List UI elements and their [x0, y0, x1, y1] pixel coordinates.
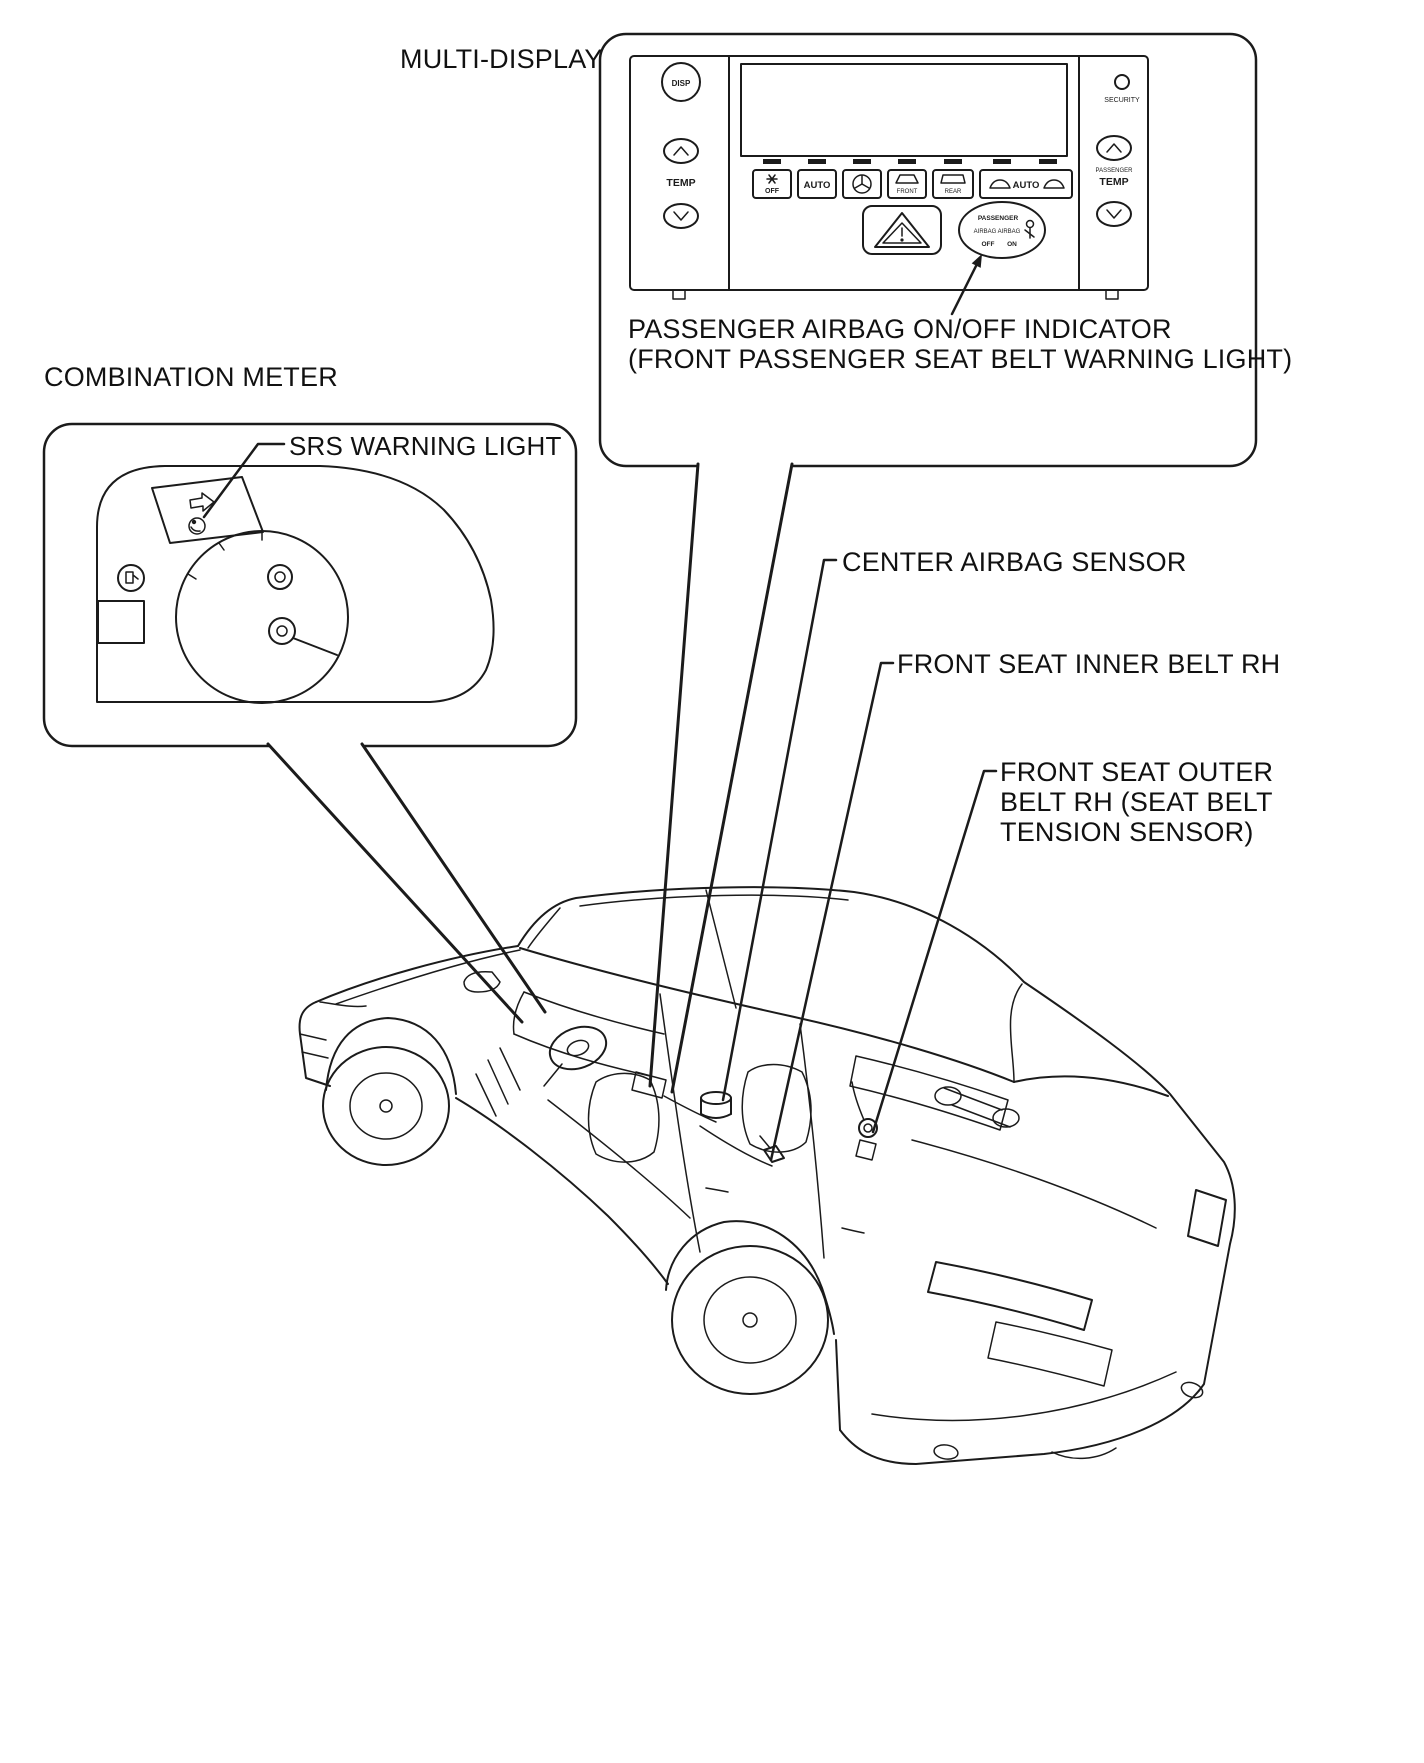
speedometer-gauge — [175, 530, 349, 704]
security-label: SECURITY — [1104, 97, 1140, 104]
driver-seat — [587, 1072, 660, 1163]
combination-meter-drawing — [96, 442, 495, 704]
indicator-pointer-arrow — [950, 254, 982, 316]
srs-airbag-warning-icon — [188, 517, 206, 535]
center-airbag-sensor-part — [700, 1091, 732, 1119]
ind-on-label: ON — [1007, 241, 1017, 248]
disp-button: DISP — [661, 62, 701, 102]
ind-airbag1-label: AIRBAG — [974, 229, 997, 235]
recirculation-auto-button: AUTO — [979, 169, 1073, 199]
fan-icon — [852, 174, 872, 194]
snowflake-icon — [766, 174, 778, 184]
ac-off-button: OFF — [752, 169, 792, 199]
rear-seat — [849, 1055, 1009, 1131]
belted-occupant-icon — [1024, 219, 1035, 239]
temp-up-icon — [673, 146, 689, 156]
ind-off-label: OFF — [982, 241, 995, 248]
license-plate-recess — [987, 1321, 1113, 1387]
srs-warning-light-label: SRS WARNING LIGHT — [289, 431, 562, 461]
front-seat-outer-belt-leader — [871, 769, 998, 1134]
front-defrost-icon — [895, 174, 919, 184]
side-mirror — [463, 970, 501, 993]
outline-arrow-icon — [189, 492, 215, 512]
multi-display-label: MULTI-DISPLAY — [400, 44, 603, 74]
passenger-temp-down-icon — [1106, 209, 1122, 219]
front-seat-outer-belt-label: FRONT SEAT OUTER BELT RH (SEAT BELT TENS… — [1000, 757, 1273, 847]
center-airbag-sensor-label: CENTER AIRBAG SENSOR — [842, 547, 1187, 577]
fuel-symbol — [117, 564, 145, 592]
exhaust-tip-left — [933, 1444, 959, 1460]
taillight-left — [927, 1261, 1093, 1331]
front-seat-inner-belt-leader — [769, 661, 895, 1162]
center-display-unit — [631, 1071, 667, 1099]
combination-meter-label: COMBINATION METER — [44, 362, 338, 392]
multi-display-panel-drawing: DISP TEMP SECURITY PASSENGER TEMP — [629, 55, 1149, 316]
temp-down-icon — [673, 211, 689, 221]
disp-label: DISP — [672, 79, 691, 88]
rear-label: REAR — [945, 189, 962, 195]
auto-label: AUTO — [804, 180, 831, 191]
car-icon-right — [1043, 179, 1065, 189]
steering-wheel — [543, 1025, 608, 1087]
car-icon-left — [989, 179, 1011, 189]
front-label: FRONT — [897, 189, 918, 195]
hazard-icon — [874, 212, 930, 248]
ind-airbag2-label: AIRBAG — [998, 229, 1021, 235]
front-seat-outer-belt-line1: FRONT SEAT OUTER — [1000, 757, 1274, 787]
front-seat-outer-belt-line3: TENSION SENSOR) — [1000, 817, 1254, 847]
fan-button — [842, 169, 882, 199]
rear-defrost-icon — [940, 174, 966, 184]
button-indicator-lights — [763, 159, 1057, 164]
front-defrost-button: FRONT — [887, 169, 927, 199]
display-screen — [740, 63, 1068, 157]
car-drawing — [298, 886, 1236, 1465]
odometer-window — [97, 600, 145, 644]
passenger-temp-controls: PASSENGER TEMP — [1096, 135, 1134, 227]
security-indicator: SECURITY — [1104, 74, 1140, 104]
passenger-airbag-label-line1: PASSENGER AIRBAG ON/OFF INDICATOR — [628, 314, 1172, 344]
gauge-needle — [292, 637, 338, 656]
ind-passenger-label: PASSENGER — [978, 215, 1019, 222]
exhaust-tip-right — [1180, 1381, 1204, 1399]
driver-temp-controls: TEMP — [663, 138, 699, 229]
taillight-right — [1187, 1189, 1227, 1247]
temp-left-label: TEMP — [666, 177, 695, 189]
auto-button: AUTO — [797, 169, 837, 199]
outer-belt-retractor-part — [851, 1081, 878, 1161]
front-seat-outer-belt-line2: BELT RH (SEAT BELT — [1000, 787, 1273, 817]
off-label: OFF — [765, 188, 780, 195]
passenger-temp-up-icon — [1106, 143, 1122, 153]
front-seat-inner-belt-label: FRONT SEAT INNER BELT RH — [897, 649, 1281, 679]
inner-belt-buckle-part — [759, 1135, 785, 1163]
center-airbag-sensor-leader — [721, 558, 838, 1102]
auto2-label: AUTO — [1013, 180, 1040, 191]
hazard-button — [862, 205, 942, 255]
passenger-airbag-indicator: PASSENGER AIRBAG AIRBAG OFF ON — [958, 201, 1046, 259]
srs-leader-line — [202, 442, 286, 519]
temp-right-label: TEMP — [1099, 176, 1128, 188]
passenger-small-label: PASSENGER — [1096, 168, 1134, 174]
passenger-airbag-label-line2: (FRONT PASSENGER SEAT BELT WARNING LIGHT… — [628, 344, 1293, 374]
multi-display-callout-box — [598, 32, 1258, 1094]
front-passenger-seat — [741, 1063, 812, 1153]
combination-meter-callout-box — [42, 422, 578, 1024]
rear-defrost-button: REAR — [932, 169, 974, 199]
